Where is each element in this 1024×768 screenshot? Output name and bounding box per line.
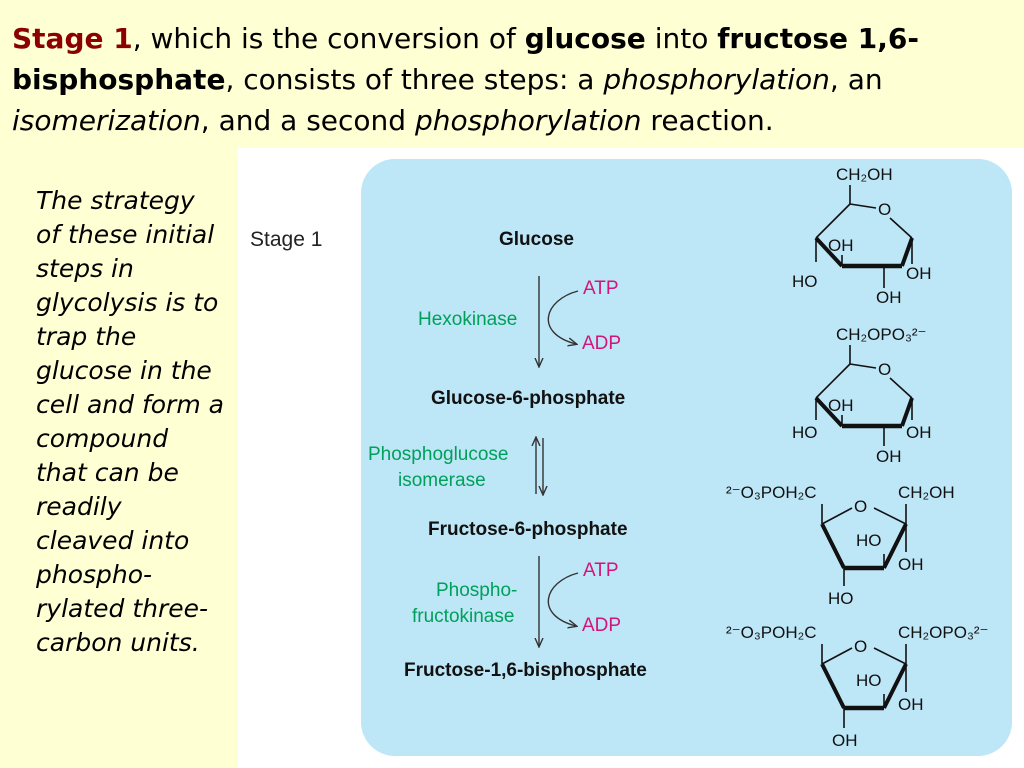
label-ring-o: O xyxy=(878,360,891,379)
title-text: , an xyxy=(829,63,883,96)
figure-stage-label: Stage 1 xyxy=(250,228,323,251)
label-oh-bottom: OH xyxy=(876,447,902,466)
enzyme-hexokinase: Hexokinase xyxy=(418,309,518,330)
cofactor-adp-2: ADP xyxy=(582,615,622,636)
label-phosphate-right: CH₂OPO₃²⁻ xyxy=(898,623,989,642)
compound-glucose-6-phosphate: Glucose-6-phosphate xyxy=(431,388,626,409)
enzyme-phosphofructokinase-line2: fructokinase xyxy=(412,606,515,627)
label-ch2opo3: CH₂OPO₃²⁻ xyxy=(836,325,927,344)
label-ho-inner: HO xyxy=(856,671,882,690)
label-oh-inner: OH xyxy=(828,396,854,415)
label-oh-bottom: OH xyxy=(876,288,902,307)
label-ho-left: HO xyxy=(792,423,818,442)
label-phosphate-left: ²⁻O₃POH₂C xyxy=(726,623,817,642)
title-text: , and a second xyxy=(200,104,415,137)
title-text: into xyxy=(645,22,718,55)
cofactor-adp-1: ADP xyxy=(582,333,622,354)
glycolysis-figure: Stage 1 Glucose Glucose-6-phosphate Fruc… xyxy=(238,148,1024,768)
title-phosphorylation: phosphorylation xyxy=(603,63,830,96)
label-oh-inner: OH xyxy=(828,236,854,255)
compound-fructose-1-6-bisphosphate: Fructose-1,6-bisphosphate xyxy=(404,660,647,681)
enzyme-phosphofructokinase-line1: Phospho- xyxy=(436,580,518,601)
label-oh-right: OH xyxy=(906,264,932,283)
label-phosphate-left: ²⁻O₃POH₂C xyxy=(726,483,817,502)
label-ring-o: O xyxy=(854,497,867,516)
structure-fructose-6-phosphate: ²⁻O₃POH₂C CH₂OH O OH HO HO xyxy=(726,483,955,608)
title-stage: Stage 1 xyxy=(12,22,133,55)
title-text: reaction. xyxy=(641,104,774,137)
label-oh-bottom: OH xyxy=(832,731,858,750)
label-ch2oh-right: CH₂OH xyxy=(898,483,955,502)
cofactor-arc-1 xyxy=(547,290,578,344)
cofactor-atp-1: ATP xyxy=(583,278,619,299)
enzyme-phosphoglucose-isomerase-line1: Phosphoglucose xyxy=(368,444,509,465)
cofactor-arc-3 xyxy=(547,572,578,626)
strategy-note: The strategy of these initial steps in g… xyxy=(36,186,224,657)
title-text: , consists of three steps: a xyxy=(225,63,604,96)
label-ho-inner: HO xyxy=(856,531,882,550)
slide-title: Stage 1, which is the conversion of gluc… xyxy=(12,18,1012,141)
structure-glucose-6-phosphate: CH₂OPO₃²⁻ O OH HO OH OH xyxy=(792,325,932,466)
label-ch2oh: CH₂OH xyxy=(836,165,893,184)
reaction-arrows xyxy=(238,276,1024,768)
label-ho-left: HO xyxy=(792,272,818,291)
cofactor-atp-2: ATP xyxy=(583,560,619,581)
label-ho-bottom: HO xyxy=(828,589,854,608)
label-oh-right: OH xyxy=(906,423,932,442)
structure-glucose: CH₂OH O OH HO OH OH xyxy=(792,165,932,307)
label-oh-right: OH xyxy=(898,695,924,714)
title-text: , which is the conversion of xyxy=(132,22,525,55)
title-phosphorylation-2: phosphorylation xyxy=(414,104,642,137)
title-fructose-bisphosphate: fructose 1,6-bisphosphate xyxy=(12,22,920,96)
label-ring-o: O xyxy=(854,637,867,656)
label-oh-right: OH xyxy=(898,555,924,574)
enzyme-phosphoglucose-isomerase-line2: isomerase xyxy=(398,470,486,491)
title-glucose: glucose xyxy=(524,22,646,55)
label-ring-o: O xyxy=(878,200,891,219)
title-isomerization: isomerization xyxy=(12,104,201,137)
compound-fructose-6-phosphate: Fructose-6-phosphate xyxy=(428,519,628,540)
structure-fructose-1-6-bisphosphate: ²⁻O₃POH₂C CH₂OPO₃²⁻ O OH HO OH xyxy=(726,623,989,750)
compound-glucose: Glucose xyxy=(499,229,574,250)
